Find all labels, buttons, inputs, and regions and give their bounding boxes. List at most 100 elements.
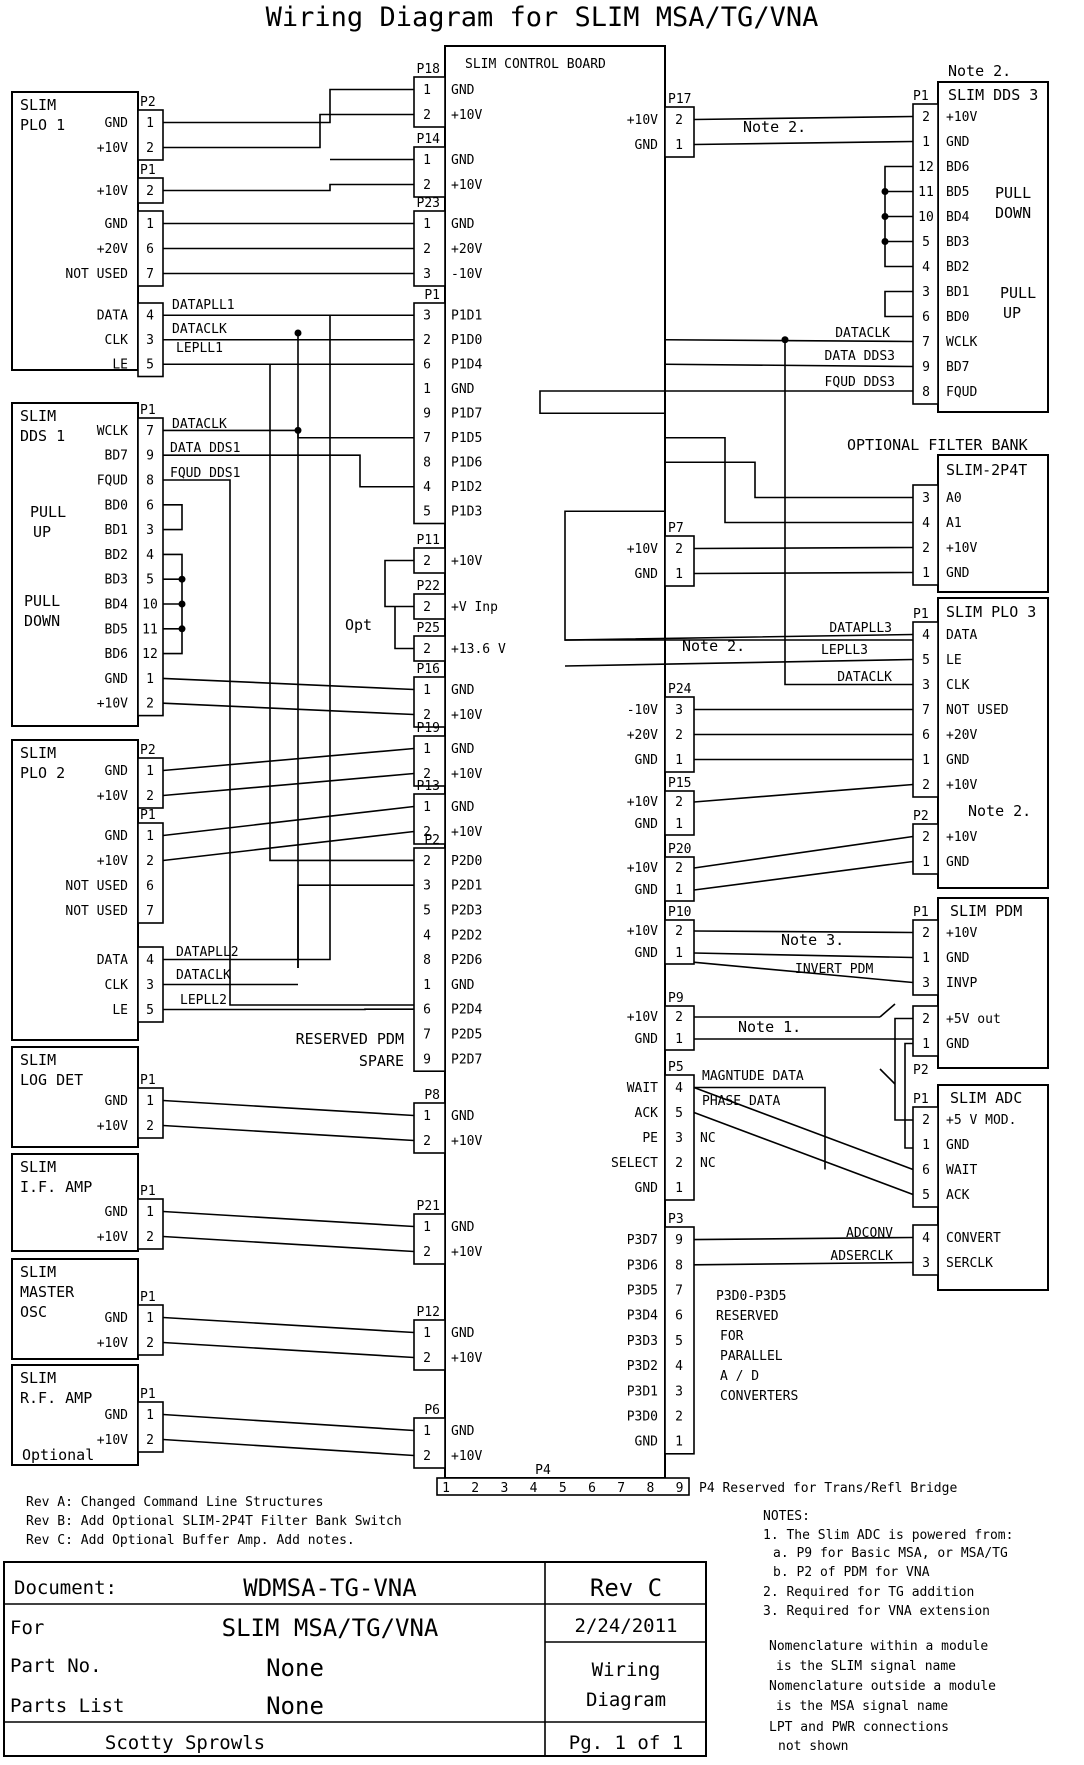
nc-label: NC xyxy=(700,1131,716,1146)
note-line: NOTES: xyxy=(763,1509,810,1524)
pin-number: 3 xyxy=(146,978,154,993)
module-signal: GND xyxy=(105,1094,129,1109)
note-label: Note 2. xyxy=(743,118,806,136)
pull-down-label: PULL xyxy=(24,592,60,610)
board-signal: +10V xyxy=(627,861,658,876)
wire-label-fqud-dds1: FQUD DDS1 xyxy=(170,466,240,481)
module-signal: +10V xyxy=(97,1230,128,1245)
connector-label: P23 xyxy=(417,196,440,211)
module-signal: BD6 xyxy=(105,647,128,662)
pin-number: 6 xyxy=(588,1481,596,1496)
pin-number: 6 xyxy=(675,1309,683,1324)
wire xyxy=(163,90,414,123)
p3-reserved-label: RESERVED xyxy=(716,1309,779,1324)
wire xyxy=(163,1212,414,1227)
pin-number: 8 xyxy=(423,456,431,471)
board-signal: +10V xyxy=(627,1010,658,1025)
board-signal: PE xyxy=(642,1131,658,1146)
pin-number: 5 xyxy=(922,1188,930,1203)
junction-dot xyxy=(882,238,889,245)
pin-number: 1 xyxy=(423,800,431,815)
wire-label-dataclk: DATACLK xyxy=(835,326,890,341)
module-signal: +10V xyxy=(97,697,128,712)
wire xyxy=(163,749,414,771)
pin-number: 4 xyxy=(922,628,930,643)
board-signal: +10V xyxy=(451,108,482,123)
pin-number: 2 xyxy=(423,642,431,657)
wire xyxy=(163,1318,414,1333)
board-signal: GND xyxy=(451,1424,475,1439)
connector-label: P14 xyxy=(417,132,441,147)
pin-number: 2 xyxy=(675,861,683,876)
pin-number: 1 xyxy=(146,1408,154,1423)
board-signal: +20V xyxy=(451,242,482,257)
doc-type: Wiring xyxy=(592,1659,661,1681)
wire-label-dataclk: DATACLK xyxy=(176,968,231,983)
board-signal: +10V xyxy=(451,1245,482,1260)
module-signal: GND xyxy=(946,1138,970,1153)
module-name: SLIM ADC xyxy=(950,1089,1022,1107)
for-label: For xyxy=(10,1617,44,1639)
pin-number: 6 xyxy=(423,1003,431,1018)
pin-number: 2 xyxy=(922,541,930,556)
pin-number: 1 xyxy=(423,1220,431,1235)
pin-number: 3 xyxy=(423,879,431,894)
module-name: SLIM PLO 3 xyxy=(946,603,1036,621)
connector-label: P1 xyxy=(140,808,156,823)
connector-label: P16 xyxy=(417,662,440,677)
board-signal: P3D0 xyxy=(627,1410,658,1425)
module-signal: WCLK xyxy=(946,335,977,350)
revision-line: Rev C: Add Optional Buffer Amp. Add note… xyxy=(26,1533,355,1548)
connector-label: P1 xyxy=(424,288,440,303)
board-signal: P2D3 xyxy=(451,903,482,918)
board-signal: +10V xyxy=(627,795,658,810)
module-signal: +10V xyxy=(97,854,128,869)
pin-number: 5 xyxy=(675,1334,683,1349)
pin-number: 3 xyxy=(146,333,154,348)
module-signal: GND xyxy=(946,855,970,870)
connector-label: P2 xyxy=(140,95,156,110)
pin-number: 12 xyxy=(918,160,934,175)
wire-label-lepll1: LEPLL1 xyxy=(176,341,223,356)
pin-number: 12 xyxy=(142,647,158,662)
pull-up-label: UP xyxy=(1003,304,1021,322)
board-signal: P3D7 xyxy=(627,1233,658,1248)
board-signal: P1D1 xyxy=(451,309,482,324)
board-signal: GND xyxy=(635,817,659,832)
module-name: SLIM xyxy=(20,1263,56,1281)
wire xyxy=(163,1440,414,1456)
wire-label-datapll2: DATAPLL2 xyxy=(176,945,239,960)
pin-number: 2 xyxy=(922,926,930,941)
module-signal: SERCLK xyxy=(946,1256,993,1271)
connector-label: P10 xyxy=(668,905,691,920)
junction-dot xyxy=(179,625,186,632)
module-name: SLIM DDS 3 xyxy=(948,86,1038,104)
page-number: Pg. 1 of 1 xyxy=(569,1732,683,1754)
pin-number: 1 xyxy=(922,951,930,966)
module-name: SLIM xyxy=(20,744,56,762)
pin-number: 5 xyxy=(675,1106,683,1121)
module-signal: +10V xyxy=(946,830,977,845)
pin-number: 1 xyxy=(423,217,431,232)
module-signal: LE xyxy=(946,653,962,668)
module-signal: +5 V MOD. xyxy=(946,1113,1016,1128)
connector-label: P5 xyxy=(668,1060,684,1075)
module-signal: WCLK xyxy=(97,424,128,439)
module-signal: +10V xyxy=(97,1336,128,1351)
note-line: Nomenclature within a module xyxy=(769,1639,988,1654)
board-signal: P2D7 xyxy=(451,1052,482,1067)
pin-number: 1 xyxy=(146,672,154,687)
pin-number: 2 xyxy=(675,924,683,939)
pin-number: 1 xyxy=(423,382,431,397)
pin-number: 5 xyxy=(146,1003,154,1018)
pin-number: 7 xyxy=(922,335,930,350)
wire-label-invert-pdm: INVERT PDM xyxy=(795,962,873,977)
board-signal: +10V xyxy=(451,767,482,782)
module-signal: GND xyxy=(105,764,129,779)
pull-up-label: PULL xyxy=(1000,284,1036,302)
board-signal: P2D5 xyxy=(451,1027,482,1042)
note-line: 3. Required for VNA extension xyxy=(763,1604,990,1619)
wire xyxy=(163,505,182,530)
wire xyxy=(665,462,913,497)
